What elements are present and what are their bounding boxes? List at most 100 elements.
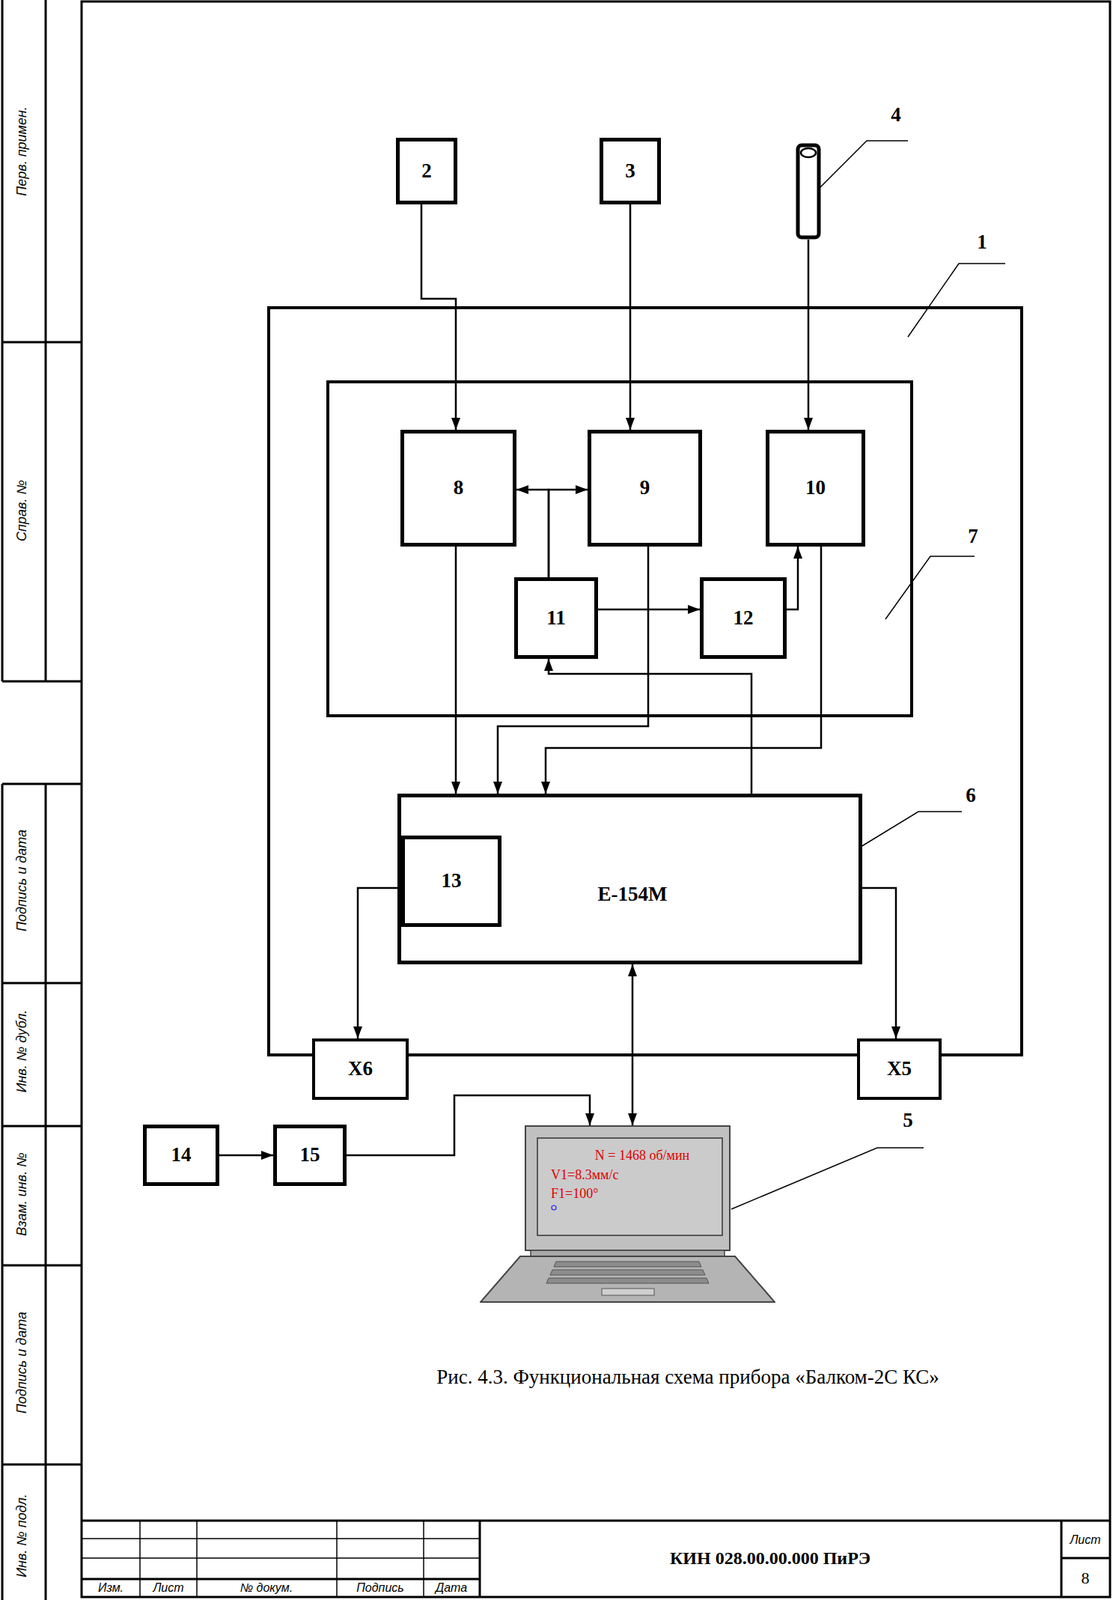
box-number: 2: [421, 160, 432, 183]
cursor-mark: [551, 1205, 557, 1210]
device-name: E-154M: [598, 883, 668, 906]
touchpad: [601, 1288, 655, 1295]
connector-line: [516, 489, 549, 578]
callout-number: 7: [967, 525, 979, 548]
box-number: X6: [348, 1057, 373, 1081]
block-box: 2: [395, 137, 458, 205]
stamp-field-name: Взам. инв. №: [14, 1151, 30, 1236]
connector-line: [862, 887, 896, 1039]
key-row: [550, 1269, 706, 1275]
callout-number: 4: [890, 104, 902, 127]
block-box: 12: [699, 577, 787, 659]
connector: [803, 239, 813, 430]
connector: [219, 1150, 274, 1160]
connector: [516, 485, 549, 578]
connector: [786, 546, 803, 610]
box-number: 12: [733, 607, 754, 630]
connector: [421, 204, 461, 430]
box-number: 14: [171, 1143, 192, 1167]
connector: [862, 887, 901, 1039]
arrow-head: [793, 546, 803, 559]
enclosure-outline: 1789101112E-154M613X6X5: [267, 306, 1024, 1057]
enclosure-outline: 789101112: [326, 380, 914, 718]
block-box: 8: [400, 429, 517, 547]
screen-reading: N = 1468 об/мин: [595, 1148, 690, 1164]
arrow-head: [627, 964, 637, 977]
arrow-head: [891, 1026, 901, 1039]
title-block-text: 8: [1081, 1568, 1090, 1588]
tube-shape: [795, 142, 822, 240]
connector-line: [807, 239, 810, 430]
arrow-head: [575, 485, 588, 495]
arrow-head: [803, 417, 813, 430]
block-box: 14: [142, 1124, 220, 1186]
block-box: 3: [599, 137, 661, 205]
connector: [451, 546, 461, 794]
callout-number: 1: [976, 231, 988, 254]
box-number: 3: [624, 160, 636, 183]
sensor-tube: 4: [795, 142, 822, 240]
title-block-text: Дата: [435, 1580, 468, 1595]
connector: [353, 887, 402, 1039]
block-box: 11: [514, 577, 599, 659]
connector-line: [548, 489, 588, 578]
title-block-lines: [81, 1520, 1111, 1597]
arrow-head: [585, 1113, 595, 1125]
connector-box: X5: [857, 1038, 942, 1100]
title-block-text: КИН 028.00.00.000 ПиРЭ: [669, 1547, 871, 1569]
figure-caption: Рис. 4.3. Функциональная схема прибора «…: [436, 1365, 940, 1389]
box-number: 13: [441, 869, 462, 893]
connector: [493, 546, 649, 794]
connector: [625, 204, 635, 430]
page-frame: [81, 1, 1111, 1597]
title-block-text: Подпись: [356, 1580, 404, 1595]
arrow-head: [627, 1113, 637, 1125]
connector-line: [421, 204, 456, 430]
key-row: [546, 1277, 709, 1283]
stamp-field-name: Инв. № подл.: [14, 1493, 30, 1578]
key-row: [553, 1261, 702, 1267]
screen-bezel: [525, 1125, 730, 1250]
block-box: E-154M613: [397, 793, 863, 965]
arrow-head: [451, 781, 461, 794]
screen: [537, 1137, 723, 1236]
hinge: [530, 1249, 725, 1256]
title-block-text: Лист: [1069, 1532, 1101, 1547]
arrow-head: [353, 1026, 363, 1039]
stamp-field-name: Инв. № дубл.: [14, 1009, 30, 1093]
stamp-field-name: Подпись и дата: [14, 1311, 30, 1414]
block-box: 10: [765, 429, 866, 547]
arrow-head: [544, 658, 554, 671]
box-number: X5: [886, 1057, 912, 1081]
connector-box: X6: [312, 1038, 409, 1100]
arrow-head: [261, 1150, 274, 1160]
laptop-computer: N = 1468 об/минV1=8.3мм/сF1=100°5: [479, 1124, 776, 1304]
box-number: 11: [546, 607, 566, 630]
arrow-head: [625, 417, 635, 430]
screen-reading: F1=100°: [550, 1186, 599, 1202]
screen-reading: V1=8.3мм/с: [550, 1167, 619, 1183]
block-box: 13: [401, 835, 502, 927]
box-number: 10: [805, 476, 826, 500]
box-number: 8: [453, 476, 465, 500]
box-number: 9: [639, 476, 651, 500]
callout-number: 6: [965, 784, 977, 807]
arrow-head: [493, 781, 503, 794]
laptop-base: [480, 1255, 775, 1302]
connector-line: [455, 546, 458, 794]
block-box: 9: [587, 429, 703, 547]
title-block-text: Изм.: [98, 1580, 124, 1595]
stamp-field-name: Перв. примен.: [14, 106, 30, 197]
connector-line: [497, 546, 649, 794]
block-box: 15: [273, 1124, 347, 1186]
connector: [627, 964, 637, 1125]
callout-number: 5: [902, 1109, 914, 1132]
connector: [548, 485, 588, 578]
title-block-grid: [81, 1520, 480, 1597]
arrow-head: [516, 485, 529, 495]
title-block-text: № докум.: [240, 1580, 293, 1595]
leader-lines: [731, 140, 1006, 1209]
stamp-field-name: Подпись и дата: [14, 829, 30, 932]
arrow-head: [451, 417, 461, 430]
